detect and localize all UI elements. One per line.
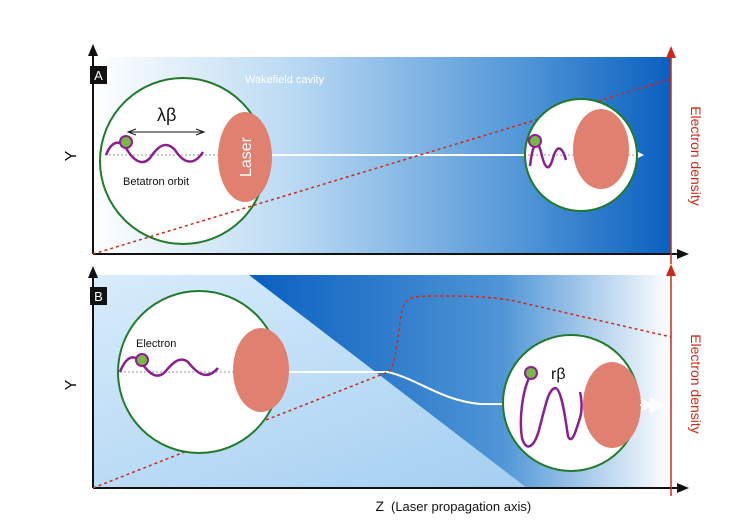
laser-pulse-small bbox=[573, 109, 629, 189]
density-line bbox=[92, 78, 672, 255]
orbit-label: Betatron orbit bbox=[123, 176, 189, 188]
panel-a: A Y Electron density Wakefield cavity La… bbox=[63, 44, 704, 264]
electron-label: Electron bbox=[136, 338, 176, 350]
laser-pulse bbox=[218, 112, 272, 202]
panel-b-tag: B bbox=[94, 289, 103, 304]
x-axis-arrow-icon bbox=[677, 249, 689, 259]
amplitude-label: rβ bbox=[551, 366, 566, 383]
x-axis-label: Z bbox=[375, 498, 384, 514]
density-axis-b-arrow-icon bbox=[666, 264, 676, 276]
laser-pulse-b bbox=[233, 328, 289, 412]
electron-dot-b bbox=[135, 353, 149, 367]
density-axis-label: Electron density bbox=[688, 106, 704, 206]
cavity-label: Wakefield cavity bbox=[245, 74, 325, 86]
density-profile bbox=[92, 295, 672, 489]
x-axis-note: (Laser propagation axis) bbox=[391, 499, 531, 514]
panel-b-tag-box bbox=[90, 287, 107, 305]
electron-trajectory bbox=[270, 371, 654, 413]
betatron-orbit-b bbox=[118, 356, 219, 377]
y-axis-label: Y bbox=[63, 150, 80, 161]
y-axis-b-arrow-icon bbox=[88, 266, 98, 278]
wavelength-label: λβ bbox=[157, 105, 176, 125]
electron-dot-b-right bbox=[524, 366, 538, 380]
panel-b: B Y Electron density Electron rβ bbox=[63, 264, 704, 496]
laser-pulse-b-right bbox=[583, 362, 641, 448]
panel-tag-box bbox=[90, 66, 107, 84]
panel-tag: A bbox=[94, 68, 103, 83]
y-axis-b-label: Y bbox=[63, 379, 80, 390]
electron-dot bbox=[119, 135, 133, 149]
density-axis-b-label: Electron density bbox=[688, 334, 704, 434]
y-axis-arrow-icon bbox=[88, 44, 98, 56]
density-axis-arrow-icon bbox=[666, 46, 676, 58]
betatron-orbit-b-right bbox=[519, 373, 583, 448]
x-axis-b-arrow-icon bbox=[677, 483, 689, 493]
electron-dot-small bbox=[528, 134, 542, 148]
laser-label: Laser bbox=[238, 136, 255, 177]
